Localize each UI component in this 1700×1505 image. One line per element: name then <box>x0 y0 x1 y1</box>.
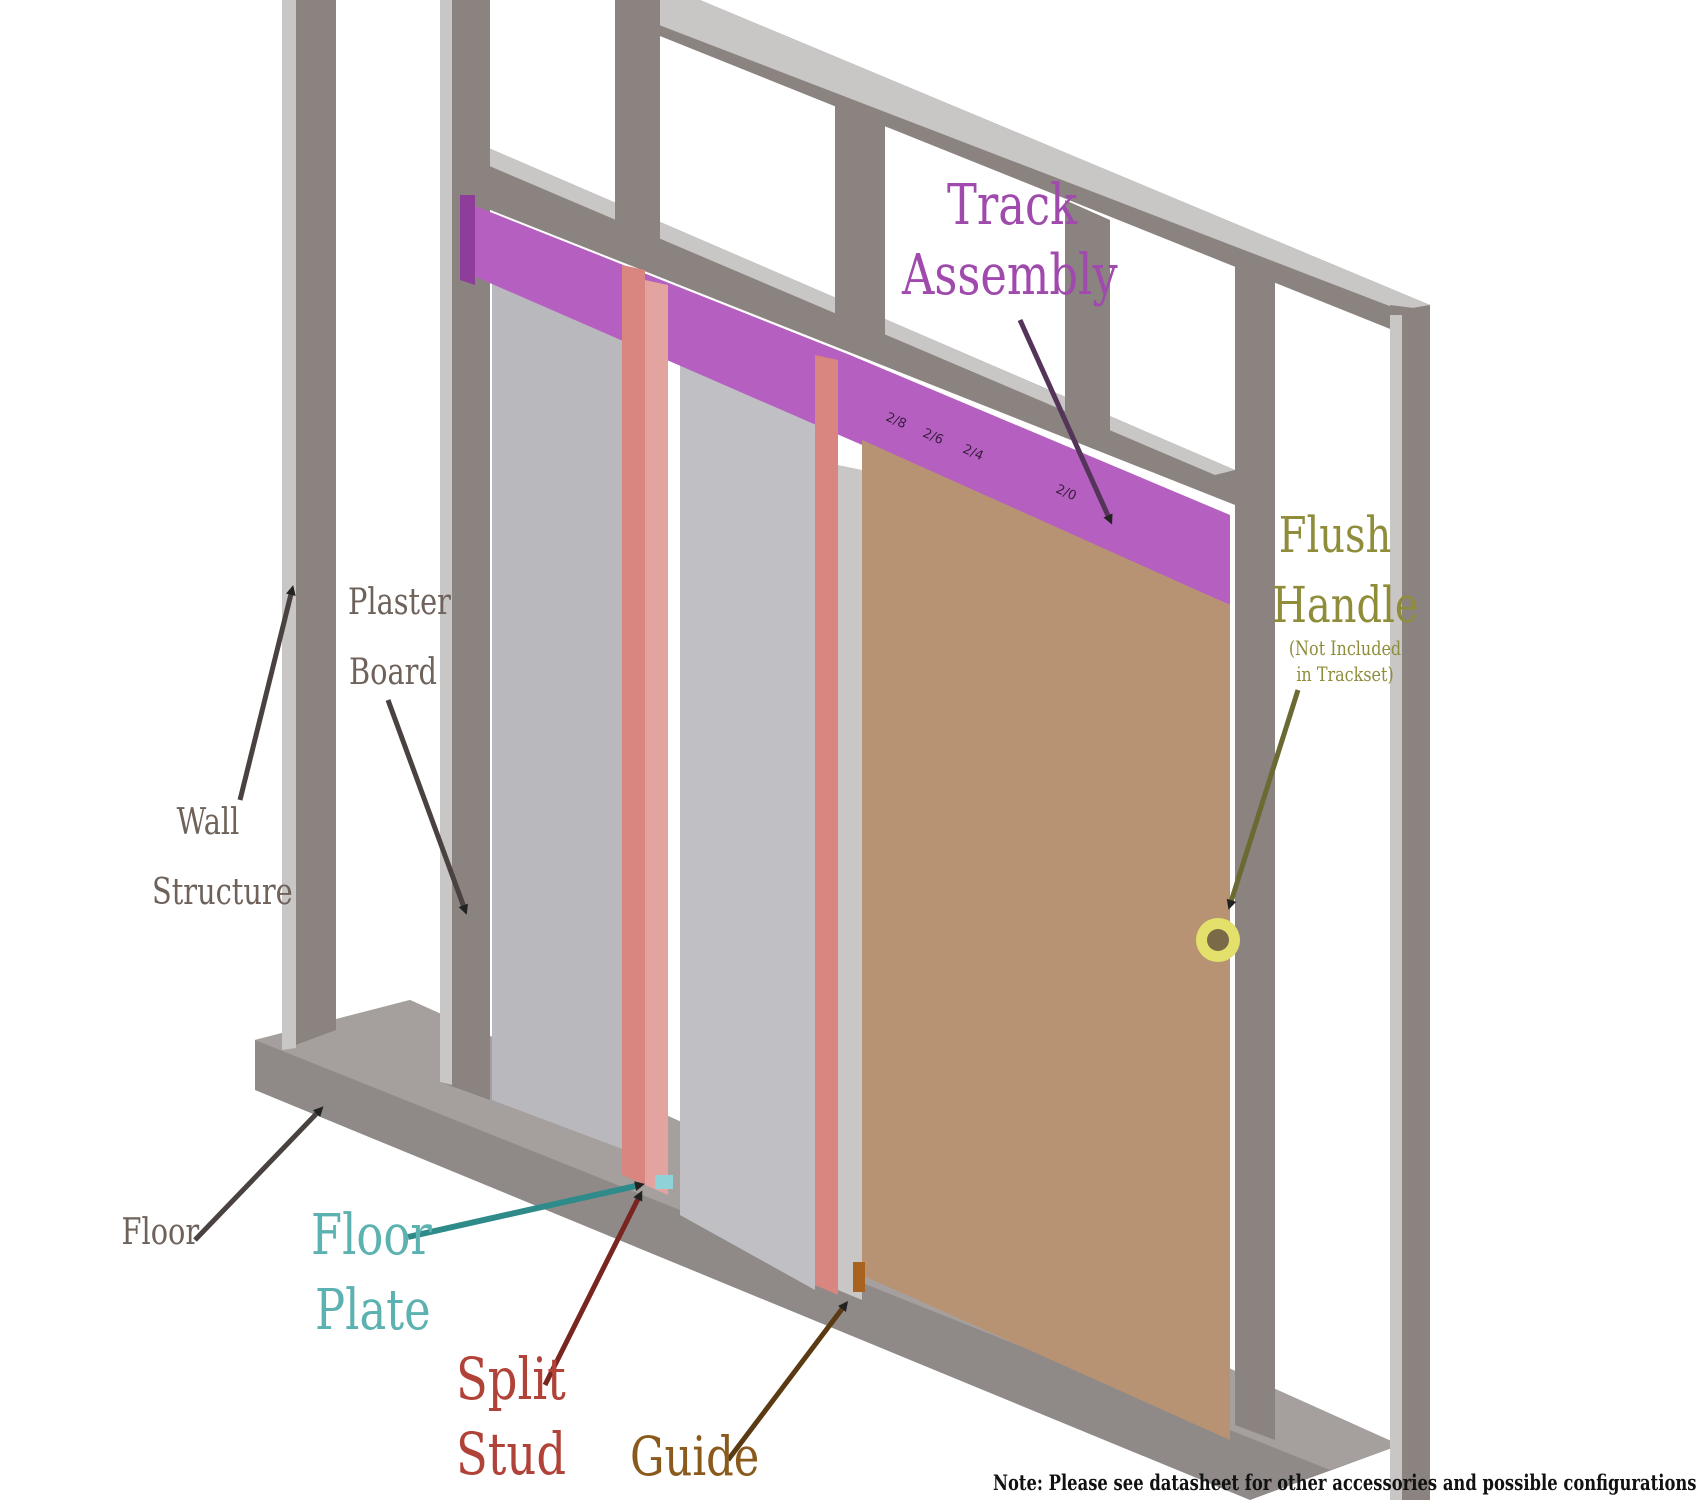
arrow-floor-plate <box>407 1181 645 1240</box>
plaster-board-label: Plaster <box>348 582 451 623</box>
guide <box>853 1262 865 1292</box>
wall-stud-right <box>1235 265 1275 1440</box>
wall-structure-label: Structure <box>152 872 293 913</box>
split-stud-label: Stud <box>456 1420 567 1488</box>
arrow-wall-structure <box>237 585 296 801</box>
cripple-stud <box>1065 200 1110 450</box>
flush-handle-label: Flush <box>1278 506 1392 564</box>
flush-handle-label: Handle <box>1272 576 1419 634</box>
flush-handle-note: (Not Included <box>1288 636 1402 660</box>
plaster-board-label: Board <box>349 652 437 693</box>
plaster-board <box>492 270 625 1150</box>
plaster-board <box>680 335 815 1290</box>
flush-handle-note: in Trackset) <box>1296 662 1394 686</box>
arrow-plaster-board <box>385 699 468 915</box>
split-stud <box>622 265 645 1185</box>
arrow-split-stud <box>542 1190 643 1387</box>
split-stud-label: Split <box>456 1345 566 1413</box>
floor-plate-label: Plate <box>315 1278 431 1343</box>
floor-plate-label: Floor <box>311 1203 432 1268</box>
door-panel <box>862 440 1230 1440</box>
split-stud <box>815 355 838 1295</box>
cripple-stud <box>835 95 885 345</box>
wall-structure-label: Wall <box>176 802 240 843</box>
track-assembly-label: Track <box>947 173 1078 238</box>
floor-plate <box>655 1175 673 1189</box>
arrow-floor <box>193 1106 324 1242</box>
arrow-track-assembly <box>1017 318 1113 525</box>
arrow-flush-handle <box>1226 689 1301 910</box>
cripple-stud <box>615 0 660 240</box>
arrow-guide <box>726 1301 849 1462</box>
guide-label: Guide <box>630 1425 760 1488</box>
track-assembly-label: Assembly <box>902 243 1118 308</box>
floor-label: Floor <box>121 1212 200 1253</box>
footnote: Note: Please see datasheet for other acc… <box>993 1470 1697 1495</box>
split-stud <box>645 280 668 1195</box>
